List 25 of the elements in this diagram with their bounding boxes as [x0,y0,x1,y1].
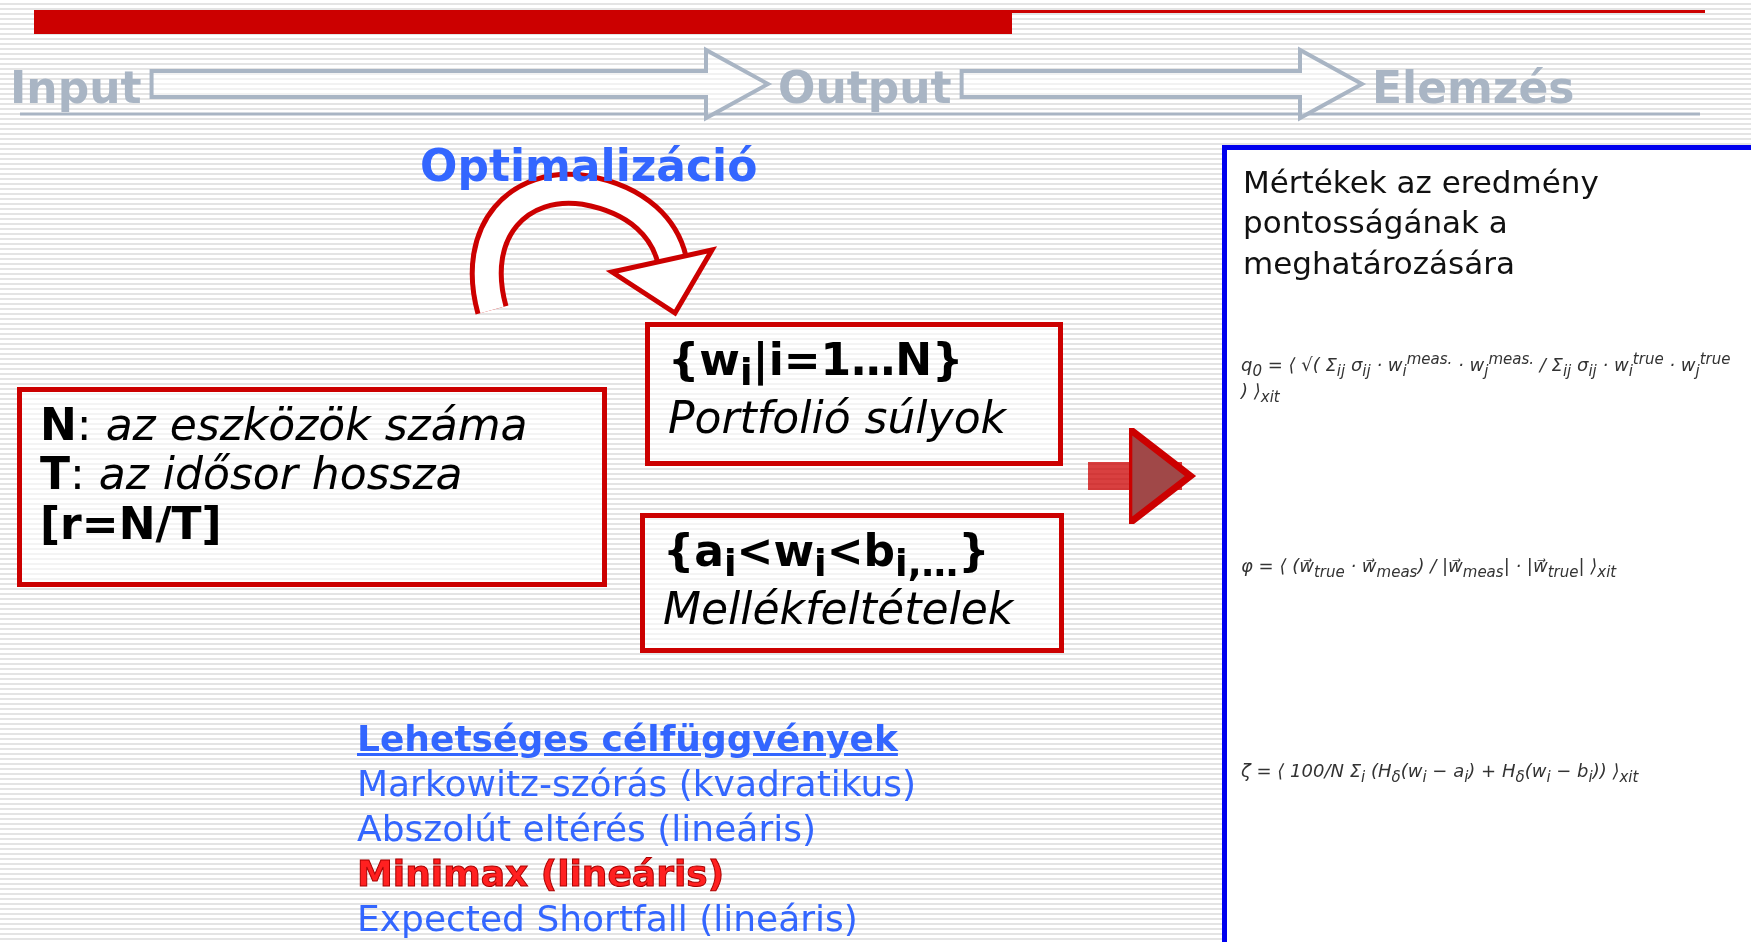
hollow-arrow [959,46,1367,122]
weights-box [645,322,1063,466]
stage-label: Input [10,62,142,113]
stage-label: Elemzés [1372,62,1575,113]
math-formula: ζ = ⟨ 100/N Σ$_{i}$ (H$_{δ}$(w$_{i}$ − a$_{i}$) + H$_{δ}$(w$_{i}$ − b$_{i}$)) ⟩$_{xit}$ [1241,760,1640,786]
constraints-box [640,513,1064,653]
math-formula: φ = ⟨ (w⃗$_{true}$ · w⃗$_{meas}$) / |w⃗$_{meas}$| · |w⃗$_{true}$| ⟩$_{xit}$ [1241,555,1618,581]
formula-text: {a$_{i}$<w$_{i}$<b$_{i,…}$} [663,526,991,584]
section-title: Optimalizáció [420,140,758,191]
list-item: Expected Shortfall (lineáris) [357,898,858,939]
formula-text: {w$_{i}$|i=1…N} [668,335,965,393]
hollow-arrow [149,46,773,122]
panel-heading: Mértékek az eredmény pontosságának a meghatározására [1243,163,1600,283]
list-heading: Lehetséges célfüggvények [357,718,898,759]
definition-text: T: az idősor hossza [40,449,464,499]
definition-text: N: az eszközök száma [40,400,529,450]
input-box [17,387,607,587]
caption-text: Mellékfeltételek [663,583,1016,634]
list-item: Minimax (lineáris) [357,853,725,894]
list-item: Markowitz-szórás (kvadratikus) [357,763,917,804]
caption-text: Portfolió súlyok [668,392,1008,443]
list-item: Abszolút eltérés (lineáris) [357,808,816,849]
analysis-panel [1222,145,1751,942]
ratio-text: [r=N/T] [40,498,223,548]
stage-label: Output [778,62,952,113]
